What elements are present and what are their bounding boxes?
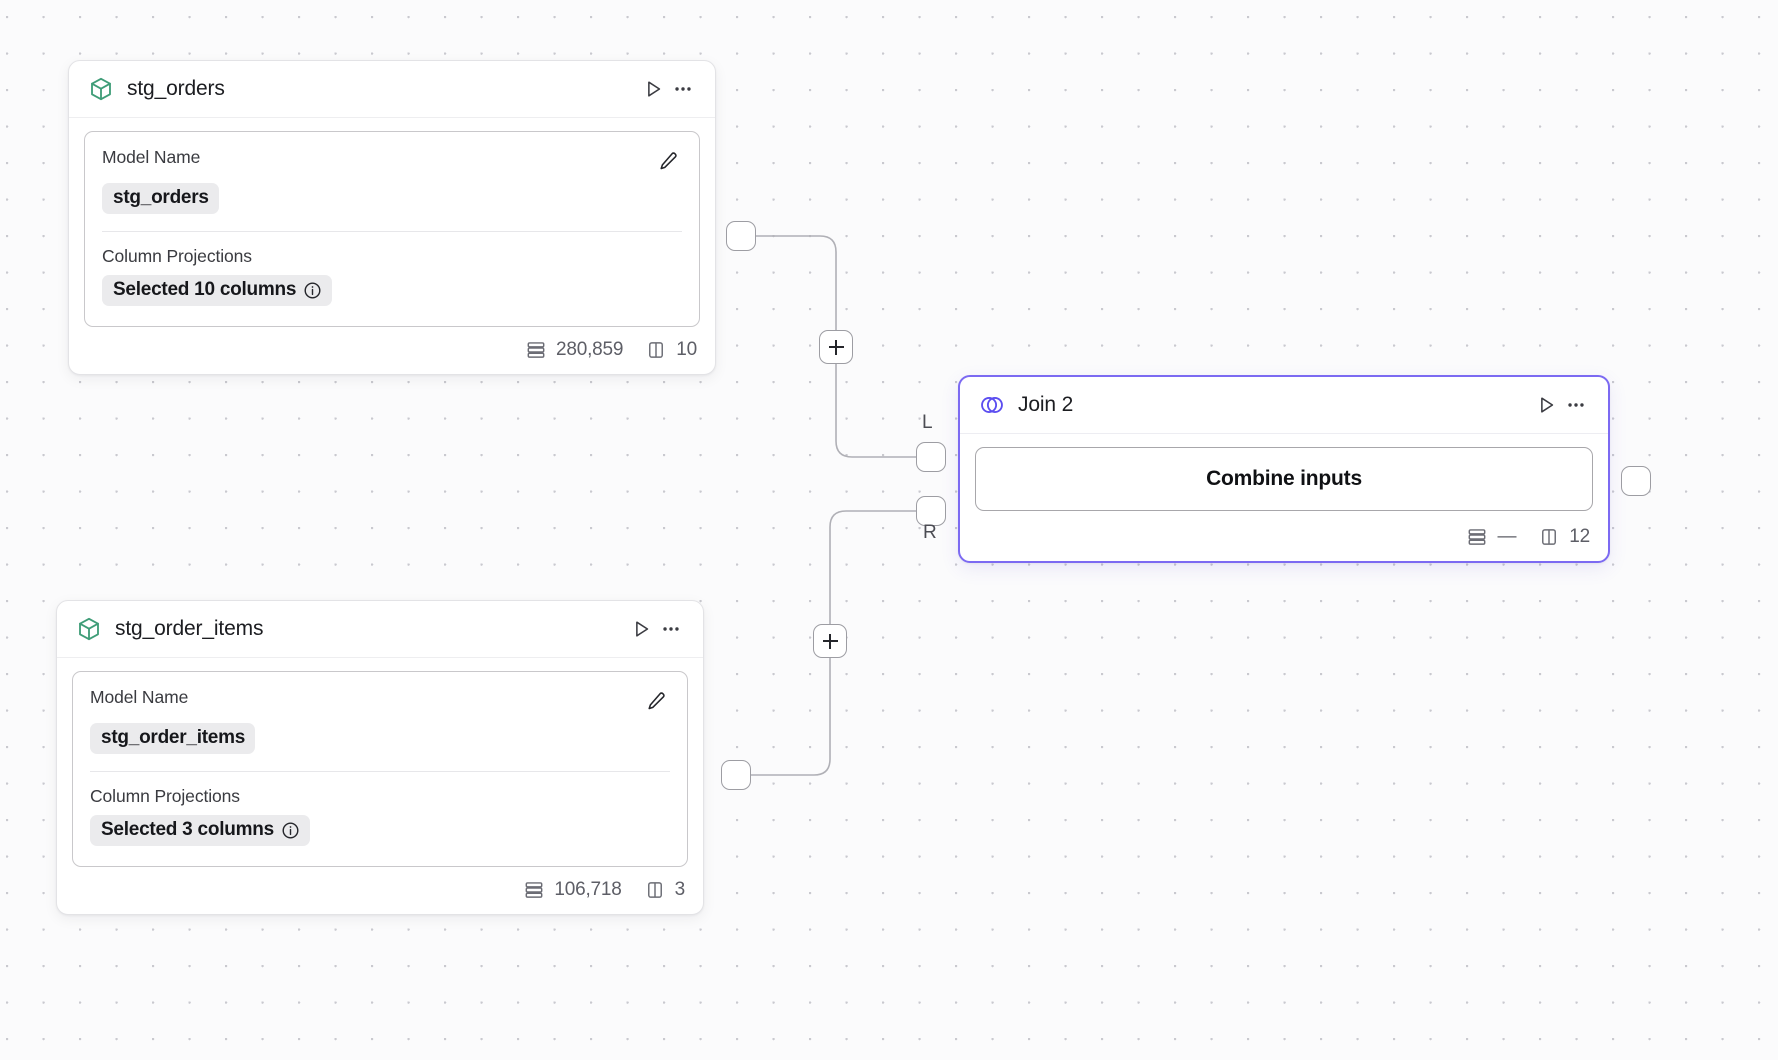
- column-projections-value: Selected 3 columns: [101, 819, 274, 840]
- model-config-panel: Model Name stg_order_items Column Projec…: [72, 671, 688, 867]
- rows-icon: [523, 879, 545, 901]
- column-count-stat: 12: [1538, 526, 1590, 548]
- row-count-stat: 106,718: [523, 879, 622, 901]
- info-icon[interactable]: [281, 821, 300, 840]
- model-name-row: Model Name: [90, 687, 670, 715]
- model-name-value-chip[interactable]: stg_order_items: [90, 723, 256, 754]
- row-count-value: 106,718: [554, 879, 622, 900]
- combine-inputs-button[interactable]: Combine inputs: [975, 447, 1593, 511]
- model-name-label: Model Name: [90, 687, 189, 707]
- run-icon[interactable]: [626, 614, 656, 644]
- node-header: Join 2: [960, 377, 1608, 434]
- model-config-panel: Model Name stg_orders Column Projections…: [84, 131, 700, 327]
- column-projections-label: Column Projections: [90, 786, 240, 806]
- node-stg-order-items[interactable]: stg_order_items Model Name: [56, 600, 704, 915]
- panel-divider: [102, 231, 682, 232]
- input-port-join-right[interactable]: [916, 496, 946, 526]
- cube-icon: [88, 76, 114, 102]
- run-icon[interactable]: [1531, 390, 1561, 420]
- more-icon[interactable]: [656, 614, 686, 644]
- model-name-row: Model Name: [102, 147, 682, 175]
- columns-icon: [644, 879, 666, 901]
- column-count-stat: 10: [645, 339, 697, 361]
- columns-icon: [645, 339, 667, 361]
- column-projections-value-chip[interactable]: Selected 10 columns: [102, 275, 333, 306]
- node-body: Combine inputs: [960, 434, 1608, 514]
- column-count-value: 3: [674, 879, 686, 900]
- run-icon[interactable]: [638, 74, 668, 104]
- node-footer: 106,718 3: [57, 867, 703, 914]
- row-count-stat: 280,859: [525, 339, 623, 361]
- rows-icon: [1466, 526, 1488, 548]
- column-count-stat: 3: [644, 879, 685, 901]
- row-count-value: 280,859: [555, 339, 624, 360]
- column-projections-label: Column Projections: [102, 246, 252, 266]
- combine-inputs-label: Combine inputs: [1206, 467, 1362, 490]
- row-count-value: —: [1497, 526, 1517, 547]
- add-node-handle-edge-2[interactable]: [813, 624, 847, 658]
- node-footer: 280,859 10: [69, 327, 715, 374]
- node-header: stg_order_items: [57, 601, 703, 658]
- columns-icon: [1538, 526, 1560, 548]
- row-count-stat: —: [1466, 526, 1516, 548]
- more-icon[interactable]: [1561, 390, 1591, 420]
- column-projections-row: Column Projections: [102, 246, 682, 267]
- input-port-right-label: R: [923, 522, 937, 543]
- model-name-value: stg_orders: [113, 187, 209, 208]
- model-name-label: Model Name: [102, 147, 201, 167]
- output-port-join-2[interactable]: [1621, 466, 1651, 496]
- column-count-value: 10: [676, 339, 697, 360]
- column-count-value: 12: [1569, 526, 1590, 547]
- output-port-stg-orders[interactable]: [726, 221, 756, 251]
- input-port-join-left[interactable]: [916, 442, 946, 472]
- info-icon[interactable]: [303, 281, 322, 300]
- column-projections-value: Selected 10 columns: [113, 279, 297, 300]
- node-title: stg_order_items: [115, 617, 264, 640]
- input-port-left-label: L: [922, 412, 933, 433]
- column-projections-row: Column Projections: [90, 786, 670, 807]
- node-join-2[interactable]: Join 2 Combine inputs: [958, 375, 1610, 563]
- cube-icon: [76, 616, 102, 642]
- model-name-value-chip[interactable]: stg_orders: [102, 183, 219, 214]
- node-body: Model Name stg_orders Column Projections…: [69, 118, 715, 327]
- output-port-stg-order-items[interactable]: [721, 760, 751, 790]
- node-title: Join 2: [1018, 393, 1074, 416]
- node-body: Model Name stg_order_items Column Projec…: [57, 658, 703, 867]
- node-footer: — 12: [960, 514, 1608, 561]
- column-projections-value-chip[interactable]: Selected 3 columns: [90, 815, 310, 846]
- node-title: stg_orders: [127, 77, 225, 100]
- pencil-icon[interactable]: [654, 147, 682, 175]
- panel-divider: [90, 771, 670, 772]
- node-header: stg_orders: [69, 61, 715, 118]
- rows-icon: [525, 339, 547, 361]
- venn-icon: [979, 392, 1005, 418]
- node-stg-orders[interactable]: stg_orders Model Name: [68, 60, 716, 375]
- add-node-handle-edge-1[interactable]: [819, 330, 853, 364]
- more-icon[interactable]: [668, 74, 698, 104]
- model-name-value: stg_order_items: [101, 727, 246, 748]
- pencil-icon[interactable]: [642, 687, 670, 715]
